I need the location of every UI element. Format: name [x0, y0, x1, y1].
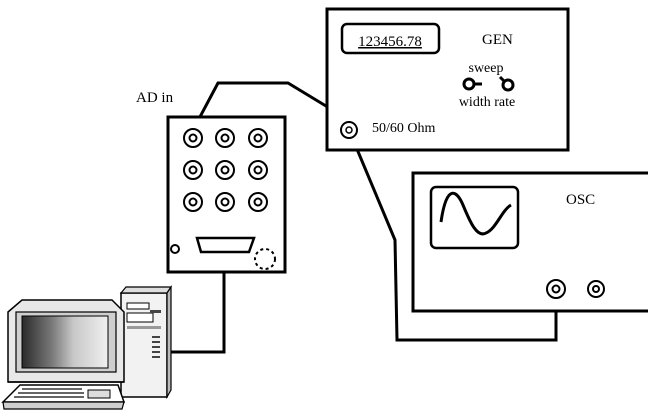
monitor-screen [21, 315, 109, 369]
ad-dsub-connector[interactable] [195, 236, 256, 254]
ad-input-connector[interactable] [183, 160, 203, 180]
computer-monitor [7, 299, 125, 383]
generator-display [340, 22, 441, 55]
ad-input-connector[interactable] [248, 160, 268, 180]
tower-vents [152, 336, 160, 358]
generator-output-label: 50/60 Ohm [372, 121, 436, 136]
drive-bay [126, 312, 154, 323]
computer-keyboard [1, 384, 126, 410]
generator-label: GEN [482, 32, 513, 48]
ad-input-connector[interactable] [248, 192, 268, 212]
oscilloscope-input-ch2[interactable] [587, 280, 605, 298]
generator-output-connector[interactable] [340, 121, 358, 139]
generator-display-value: 123456.78 [358, 34, 422, 50]
ad-dashed-port [254, 248, 276, 270]
oscilloscope: OSC [411, 171, 648, 313]
ad-input-connector[interactable] [215, 160, 235, 180]
ad-input-connector[interactable] [183, 192, 203, 212]
oscilloscope-trace [439, 191, 512, 236]
floppy-drive [126, 302, 150, 310]
oscilloscope-label: OSC [566, 192, 595, 208]
width-rate-label: width rate [459, 95, 515, 110]
ad-to-computer-cable [160, 245, 226, 354]
oscilloscope-input-ch1[interactable] [546, 279, 566, 299]
ad-input-connector[interactable] [215, 128, 235, 148]
ad-power-led [170, 244, 180, 254]
computer-tower [119, 285, 173, 400]
ad-input-box: AD in [136, 90, 287, 274]
ad-input-connector[interactable] [248, 128, 268, 148]
oscilloscope-screen [429, 185, 520, 250]
gen-to-osc-cable [347, 129, 558, 342]
ad-input-connector[interactable] [215, 192, 235, 212]
sweep-rate-knob[interactable] [501, 78, 515, 92]
computer [1, 285, 173, 410]
sweep-width-knob[interactable] [462, 77, 476, 91]
ad-connector-grid [183, 128, 268, 212]
ad-input-connector[interactable] [183, 128, 203, 148]
ad-input-label: AD in [136, 90, 174, 106]
keyboard-keys [14, 388, 84, 398]
signal-generator: 123456.78 GEN sweep width rate 50/60 Ohm [325, 7, 570, 152]
sweep-label: sweep [469, 61, 504, 76]
